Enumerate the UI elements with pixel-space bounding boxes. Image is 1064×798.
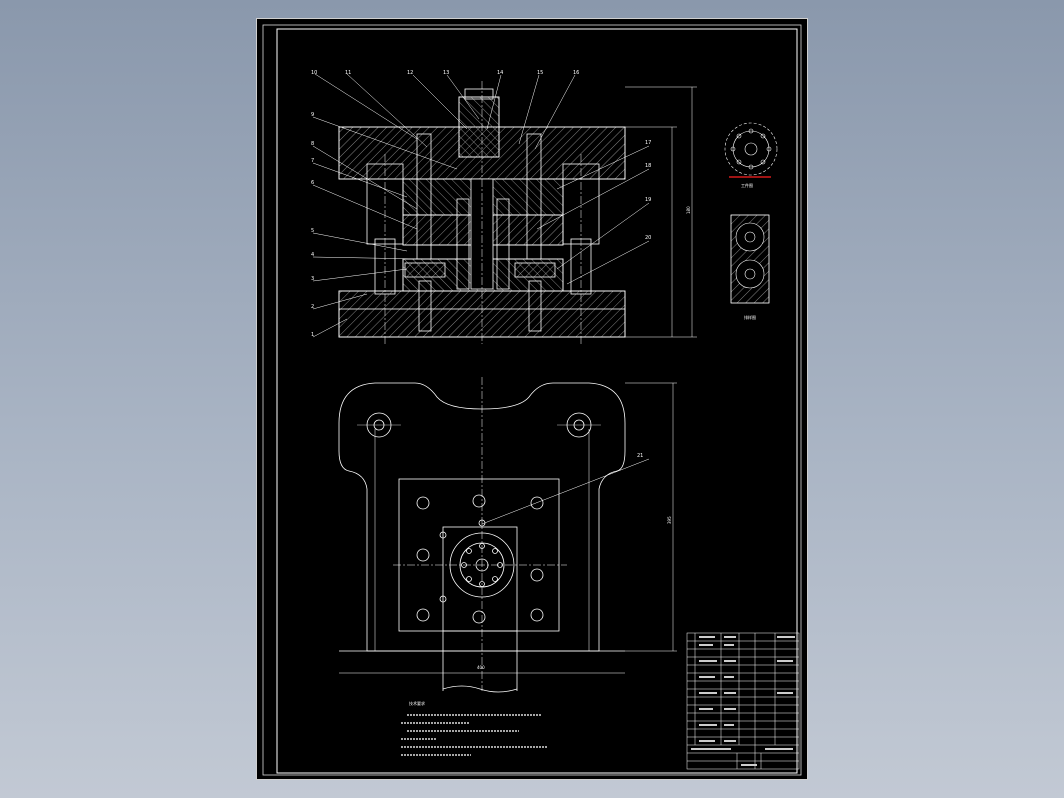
part-number: 9	[311, 112, 314, 118]
title-block-text-marks	[691, 636, 795, 766]
part-number: 11	[345, 70, 351, 76]
part-labels-right: 17 18 19 20 21	[637, 140, 651, 459]
part-number: 21	[637, 453, 643, 459]
part-number: 1	[311, 332, 314, 338]
part-number: 17	[645, 140, 651, 146]
dimension-label: 395	[667, 516, 672, 524]
drawing-sheet: 10 11 12 13 14 15 16 9 8 7 6 5 4 3 2 1 1…	[256, 18, 808, 780]
technical-notes: 技术要求	[401, 700, 547, 756]
cad-drawing: 10 11 12 13 14 15 16 9 8 7 6 5 4 3 2 1 1…	[262, 24, 802, 776]
outer-frame	[262, 24, 802, 776]
plan-view	[338, 377, 677, 693]
dimension-label: 400	[477, 665, 485, 670]
workpiece-detail	[724, 122, 778, 178]
part-number: 18	[645, 163, 651, 169]
part-number: 12	[407, 70, 413, 76]
part-number: 19	[645, 197, 651, 203]
workpiece-label: 工件图	[741, 182, 753, 188]
part-number: 16	[573, 70, 579, 76]
part-number: 15	[537, 70, 543, 76]
part-number: 5	[311, 228, 314, 234]
part-number: 3	[311, 276, 314, 282]
part-number: 14	[497, 70, 503, 76]
part-number: 7	[311, 158, 314, 164]
inner-frame	[276, 28, 798, 774]
part-labels-top: 10 11 12 13 14 15 16	[311, 70, 579, 76]
dimension-label: 180	[686, 206, 691, 214]
notes-title: 技术要求	[409, 700, 425, 706]
part-number: 13	[443, 70, 449, 76]
notes-text-lines	[401, 714, 547, 756]
part-number: 20	[645, 235, 651, 241]
part-number: 8	[311, 141, 314, 147]
title-block	[686, 632, 800, 770]
part-number: 4	[311, 252, 314, 258]
part-labels-left: 9 8 7 6 5 4 3 2 1	[311, 112, 314, 338]
part-number: 10	[311, 70, 317, 76]
leader-lines	[312, 73, 650, 525]
strip-layout-detail	[730, 214, 770, 304]
section-view	[338, 81, 697, 344]
part-number: 6	[311, 180, 314, 186]
part-number: 2	[311, 304, 314, 310]
strip-layout-label: 排样图	[744, 314, 756, 320]
